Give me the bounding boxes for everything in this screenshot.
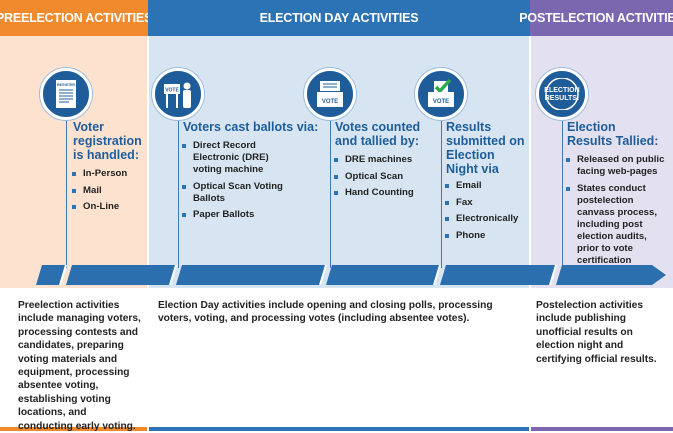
list-item: Fax bbox=[444, 197, 526, 209]
step-title-votes-counted: Votes counted and tallied by: bbox=[335, 120, 421, 148]
list-item: DRE machines bbox=[333, 154, 433, 166]
timeline-stem bbox=[330, 108, 331, 268]
icon-label: REGISTER bbox=[57, 83, 75, 87]
list-item: In-Person bbox=[71, 168, 143, 180]
step-title-results-tallied: Election Results Tallied: bbox=[567, 120, 659, 148]
ballot-box-checkmark-icon: VOTE bbox=[415, 68, 467, 120]
preelection-bottom-bar bbox=[0, 427, 147, 431]
icon-label: VOTE bbox=[165, 88, 179, 94]
voter-registration-form-icon: REGISTER bbox=[40, 68, 92, 120]
voting-booth-person-icon: VOTE bbox=[152, 68, 204, 120]
election-results-icon: ELECTION RESULTS! bbox=[536, 68, 588, 120]
list-item: Phone bbox=[444, 230, 526, 242]
postelection-description: Postelection activities include publishi… bbox=[536, 300, 657, 365]
list-item: Optical Scan bbox=[333, 171, 433, 183]
preelection-description: Preelection activities include managing … bbox=[18, 300, 141, 432]
preelection-header: PREELECTION ACTIVITIES bbox=[0, 0, 152, 36]
timeline-stem bbox=[562, 108, 563, 268]
results-submitted-list: Email Fax Electronically Phone bbox=[444, 180, 526, 246]
icon-label: RESULTS! bbox=[545, 95, 579, 102]
list-item: States conduct postelection canvass proc… bbox=[565, 183, 669, 267]
cast-ballots-list: Direct Record Electronic (DRE) voting ma… bbox=[181, 140, 299, 226]
election-day-header: ELECTION DAY ACTIVITIES bbox=[148, 0, 530, 36]
postelection-description-area bbox=[531, 288, 673, 431]
column-divider bbox=[147, 36, 149, 431]
list-item: Optical Scan Voting Ballots bbox=[181, 181, 299, 205]
list-item: Hand Counting bbox=[333, 187, 433, 199]
election-day-description: Election Day activities include opening … bbox=[158, 300, 493, 325]
icon-label: VOTE bbox=[433, 99, 449, 105]
timeline-arrow bbox=[36, 264, 666, 286]
timeline-stem bbox=[441, 108, 442, 268]
list-item: On-Line bbox=[71, 201, 143, 213]
step-title-results-submitted: Results submitted on Election Night via bbox=[446, 120, 525, 176]
list-item: Released on public facing web-pages bbox=[565, 154, 669, 178]
list-item: Paper Ballots bbox=[181, 209, 299, 221]
list-item: Electronically bbox=[444, 213, 526, 225]
step-title-voter-registration: Voter registration is handled: bbox=[73, 120, 142, 162]
voter-registration-list: In-Person Mail On-Line bbox=[71, 168, 143, 218]
postelection-bottom-bar bbox=[531, 427, 673, 431]
votes-counted-list: DRE machines Optical Scan Hand Counting bbox=[333, 154, 433, 204]
list-item: Mail bbox=[71, 185, 143, 197]
election-day-description-area bbox=[149, 288, 529, 431]
list-item: Direct Record Electronic (DRE) voting ma… bbox=[181, 140, 299, 176]
timeline-stem bbox=[66, 108, 67, 268]
step-title-cast-ballots: Voters cast ballots via: bbox=[183, 120, 319, 134]
ballot-machine-icon: VOTE bbox=[304, 68, 356, 120]
results-tallied-list: Released on public facing web-pages Stat… bbox=[565, 154, 669, 271]
timeline-stem bbox=[178, 108, 179, 268]
preelection-description-area bbox=[0, 288, 147, 431]
icon-label: VOTE bbox=[322, 99, 338, 105]
election-day-bottom-bar bbox=[149, 427, 529, 431]
column-divider bbox=[529, 36, 531, 431]
postelection-header: POSTELECTION ACTIVITIES bbox=[519, 0, 673, 36]
icon-label: ELECTION bbox=[544, 87, 579, 94]
list-item: Email bbox=[444, 180, 526, 192]
